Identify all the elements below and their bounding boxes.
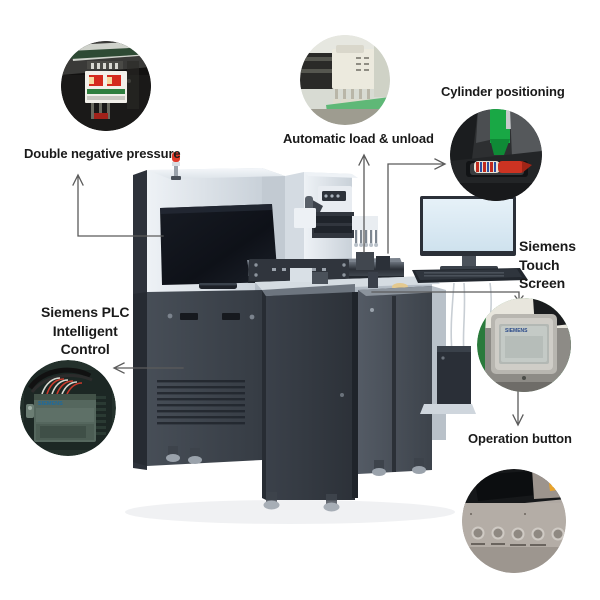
photo-operation-button [462,469,566,573]
svg-text:SIEMENS: SIEMENS [38,401,63,407]
photo-double-negative-pressure [61,41,151,131]
label-siemens-touch-screen: Siemens Touch Screen [519,238,576,292]
photo-cylinder-positioning [450,109,542,201]
machine-window-handle [199,283,237,289]
photo-siemens-touch-screen: SIEMENS [477,298,571,392]
label-double-negative-pressure: Double negative pressure [24,146,181,161]
svg-text:SIEMENS: SIEMENS [505,328,528,334]
arrow-cylinder-positioning [387,158,447,254]
arrow-operation-button [512,391,524,427]
machine-ground-shadow [125,500,455,524]
photo-automatic-load-unload [300,35,390,125]
machine-operator-station [412,196,528,414]
machine-nozzle-head-assembly [294,186,379,247]
arrow-double-negative-pressure [72,173,164,237]
label-siemens-plc-intelligent-control: Siemens PLC Intelligent Control [41,304,130,358]
arrow-automatic-load-unload [358,153,370,253]
photo-siemens-plc: SIEMENS [20,360,116,456]
arrow-siemens-plc [112,362,184,374]
label-cylinder-positioning: Cylinder positioning [441,84,565,99]
label-operation-button: Operation button [468,431,572,446]
label-automatic-load-unload: Automatic load & unload [283,131,434,146]
machine-center-cabinet [262,284,358,500]
machine-left-cabinet [133,290,262,466]
machine-signal-tower-lamp [171,152,181,180]
machine-caster-feet [166,446,426,512]
